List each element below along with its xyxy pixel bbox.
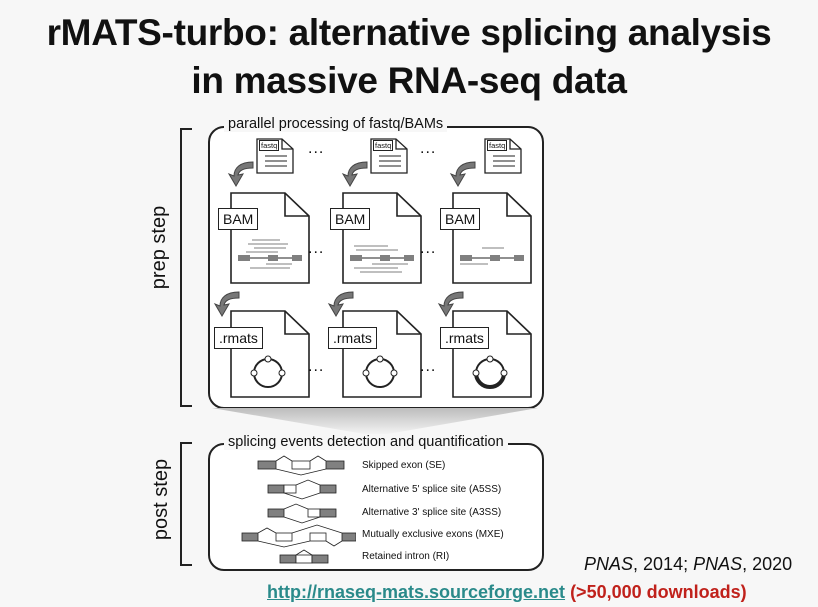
- fastq-file-icon: fastq: [484, 138, 522, 179]
- prep-panel-title: parallel processing of fastq/BAMs: [224, 116, 448, 132]
- citation-year-2: , 2020: [742, 554, 793, 574]
- curved-arrow-icon: [327, 291, 354, 317]
- footer: http://rnaseq-mats.sourceforge.net (>50,…: [267, 582, 747, 603]
- curved-arrow-icon: [227, 161, 254, 187]
- a5ss-diagram: [267, 479, 337, 500]
- mxe-diagram: [241, 524, 356, 548]
- title-line-2: in massive RNA-seq data: [191, 60, 627, 101]
- ellipsis: ...: [308, 358, 325, 375]
- post-panel-title: splicing events detection and quantifica…: [224, 434, 508, 450]
- title-line-1: rMATS-turbo: alternative splicing analys…: [46, 12, 772, 53]
- ellipsis: ...: [420, 358, 437, 375]
- prep-step-label: prep step: [148, 205, 171, 290]
- skipped-exon-diagram: [257, 455, 345, 476]
- bam-file: [452, 192, 532, 289]
- ellipsis: ...: [308, 240, 325, 257]
- bam-file: [230, 192, 310, 289]
- post-bracket: [180, 442, 192, 566]
- downloads-count: (>50,000 downloads): [570, 582, 747, 602]
- bam-label: BAM: [330, 208, 371, 230]
- citation-year-1: , 2014;: [633, 554, 694, 574]
- rmats-label: .rmats: [214, 327, 263, 349]
- bam-label: BAM: [440, 208, 481, 230]
- curved-arrow-icon: [437, 291, 464, 317]
- fastq-label: fastq: [373, 140, 394, 151]
- curved-arrow-icon: [341, 161, 368, 187]
- event-label-a3ss: Alternative 3' splice site (A3SS): [362, 507, 502, 518]
- bam-file: [342, 192, 422, 289]
- citation-journal-1: PNAS: [584, 554, 634, 574]
- retained-intron-diagram: [279, 549, 329, 564]
- event-label-se: Skipped exon (SE): [362, 460, 446, 471]
- rmats-label: .rmats: [328, 327, 377, 349]
- event-label-a5ss: Alternative 5' splice site (A5SS): [362, 484, 502, 495]
- citation-journal-2: PNAS: [693, 554, 743, 574]
- event-label-ri: Retained intron (RI): [362, 551, 450, 562]
- project-url-link[interactable]: http://rnaseq-mats.sourceforge.net: [267, 582, 566, 602]
- splicing-event-diagrams: [241, 455, 356, 564]
- ellipsis: ...: [420, 140, 437, 157]
- a3ss-diagram: [267, 503, 337, 524]
- ellipsis: ...: [308, 140, 325, 157]
- fastq-label: fastq: [259, 140, 280, 151]
- ellipsis: ...: [420, 240, 437, 257]
- curved-arrow-icon: [449, 161, 476, 187]
- curved-arrow-icon: [213, 291, 240, 317]
- funnel-shadow: [212, 408, 538, 436]
- event-label-mxe: Mutually exclusive exons (MXE): [362, 529, 504, 540]
- citation: PNAS, 2014; PNAS, 2020: [584, 554, 792, 575]
- prep-bracket: [180, 128, 192, 407]
- rmats-file: [230, 310, 310, 403]
- rmats-label: .rmats: [440, 327, 489, 349]
- bam-label: BAM: [218, 208, 259, 230]
- rmats-file: [452, 310, 532, 403]
- fastq-label: fastq: [487, 140, 508, 151]
- post-step-label: post step: [150, 458, 173, 541]
- fastq-file-icon: fastq: [256, 138, 294, 179]
- rmats-file: [342, 310, 422, 403]
- fastq-file-icon: fastq: [370, 138, 408, 179]
